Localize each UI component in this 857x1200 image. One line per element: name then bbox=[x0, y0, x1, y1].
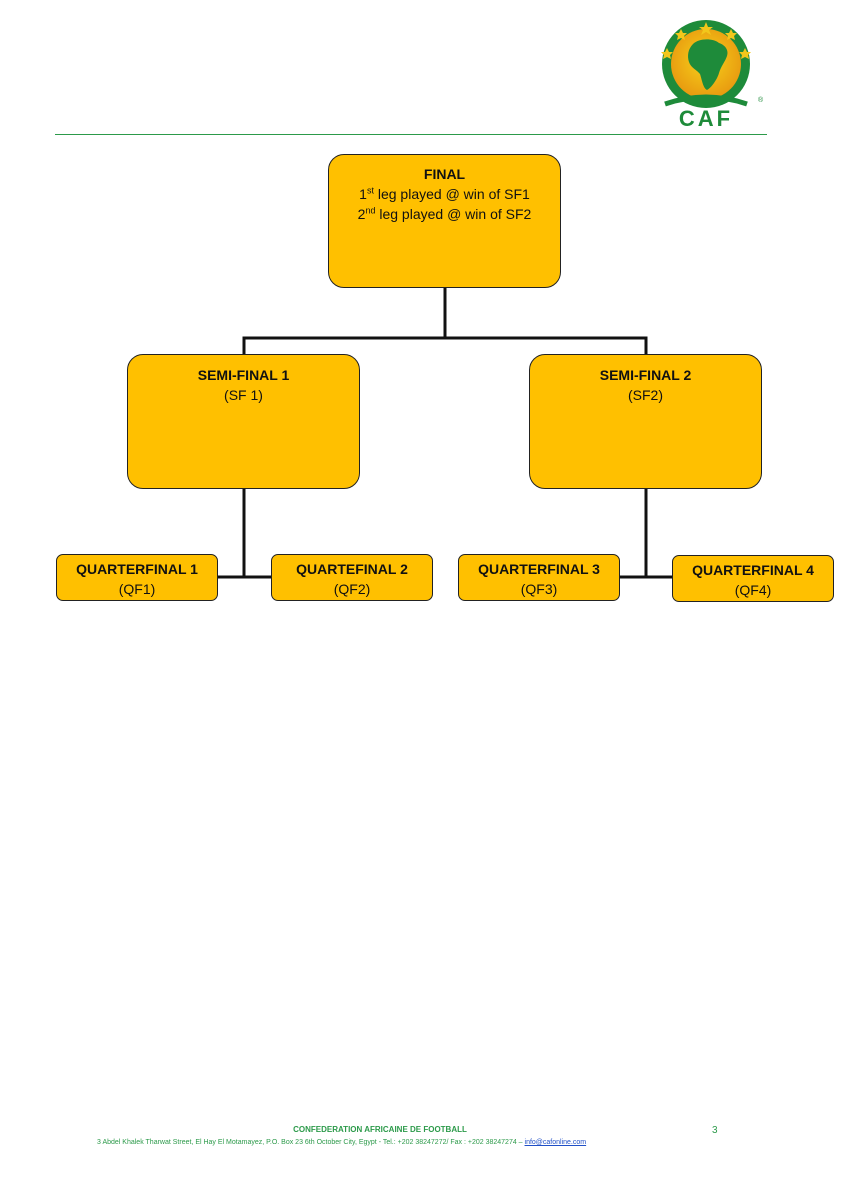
semi-final-code: (SF2) bbox=[628, 387, 663, 403]
semi-final-code: (SF 1) bbox=[224, 387, 263, 403]
quarter-final-2-box: QUARTEFINAL 2 (QF2) bbox=[271, 554, 433, 601]
quarter-final-code: (QF2) bbox=[333, 581, 371, 597]
header-divider bbox=[55, 134, 767, 135]
caf-logo: CAF ® bbox=[645, 18, 767, 130]
final-leg2: 2nd leg played @ win of SF2 bbox=[357, 205, 532, 222]
quarter-final-title: QUARTERFINAL 1 bbox=[76, 561, 198, 577]
footer-org-name: CONFEDERATION AFRICAINE DE FOOTBALL bbox=[293, 1125, 467, 1134]
semi-final-2-box: SEMI-FINAL 2 (SF2) bbox=[529, 354, 762, 489]
semi-final-title: SEMI-FINAL 2 bbox=[599, 367, 692, 383]
quarter-final-title: QUARTERFINAL 4 bbox=[692, 562, 814, 578]
semi-final-1-box: SEMI-FINAL 1 (SF 1) bbox=[127, 354, 360, 489]
quarter-final-3-box: QUARTERFINAL 3 (QF3) bbox=[458, 554, 620, 601]
semi-final-title: SEMI-FINAL 1 bbox=[197, 367, 290, 383]
caf-emblem-icon: CAF ® bbox=[661, 20, 764, 130]
footer-address: 3 Abdel Khalek Tharwat Street, El Hay El… bbox=[97, 1139, 587, 1146]
email-link[interactable]: info@cafonline.com bbox=[524, 1139, 587, 1146]
quarter-final-code: (QF1) bbox=[118, 581, 156, 597]
quarter-final-code: (QF4) bbox=[734, 582, 772, 598]
registered-mark: ® bbox=[758, 96, 764, 104]
quarter-final-title: QUARTEFINAL 2 bbox=[296, 561, 408, 577]
quarter-final-4-box: QUARTERFINAL 4 (QF4) bbox=[672, 555, 834, 602]
quarter-final-title: QUARTERFINAL 3 bbox=[478, 561, 600, 577]
final-box: FINAL 1st leg played @ win of SF1 2nd le… bbox=[328, 154, 561, 288]
final-title: FINAL bbox=[423, 166, 466, 182]
quarter-final-code: (QF3) bbox=[520, 581, 558, 597]
page-number: 3 bbox=[712, 1125, 718, 1136]
logo-text: CAF bbox=[679, 106, 733, 130]
final-leg1: 1st leg played @ win of SF1 bbox=[359, 185, 530, 202]
quarter-final-1-box: QUARTERFINAL 1 (QF1) bbox=[56, 554, 218, 601]
